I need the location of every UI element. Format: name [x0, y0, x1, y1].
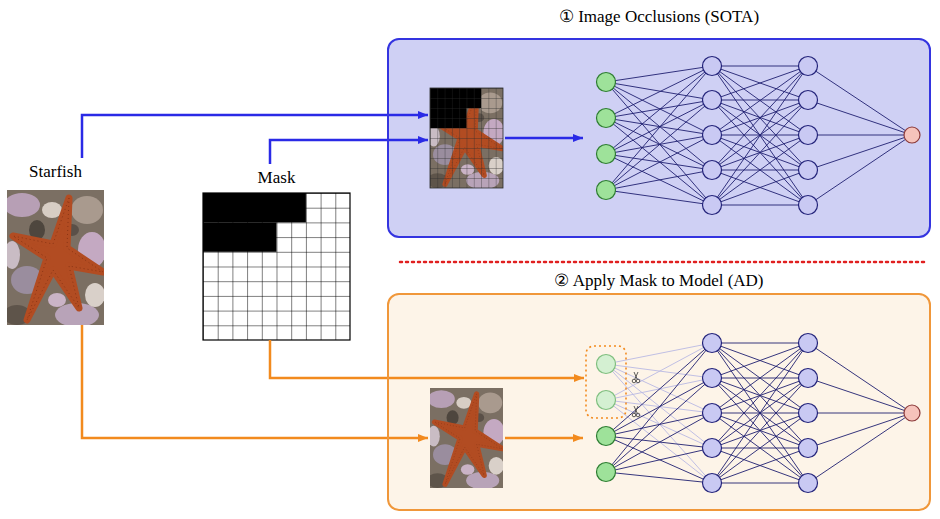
occluded-image — [430, 88, 503, 188]
scissors-icon — [632, 406, 640, 417]
masked-connections — [606, 343, 712, 483]
connector-group — [82, 115, 584, 438]
hidden-neuron — [703, 334, 818, 493]
flow-arrow — [82, 115, 428, 158]
separator-line — [400, 261, 928, 264]
hidden-neuron — [799, 161, 818, 180]
hidden-neuron — [703, 369, 722, 388]
input-neuron — [597, 181, 616, 200]
scissors-icon — [634, 406, 638, 413]
hidden-neuron — [799, 439, 818, 458]
node-label: Mask — [258, 168, 296, 188]
mask-grid — [203, 193, 350, 340]
mask-grid — [203, 193, 350, 340]
scissors-icon — [632, 379, 636, 383]
mask-grid — [203, 193, 350, 340]
occluded-image — [427, 88, 505, 189]
hidden-neuron — [703, 439, 722, 458]
scissors-icon — [636, 379, 640, 383]
occluded-image — [430, 88, 503, 188]
output-neuron — [904, 405, 920, 421]
scissors-icon — [636, 413, 640, 417]
mask-node: Mask — [203, 193, 350, 340]
input-neuron — [597, 463, 616, 482]
scissors-icon — [634, 372, 638, 379]
hidden-neuron — [799, 57, 818, 76]
input-neuron — [597, 73, 616, 200]
hidden-neuron — [799, 196, 818, 215]
flow-arrow — [270, 340, 584, 378]
neural-network — [606, 343, 912, 483]
method-panel: ② Apply Mask to Model (AD) — [387, 293, 931, 511]
flow-arrow — [505, 137, 583, 140]
hidden-neuron — [799, 474, 818, 493]
hidden-neuron — [703, 57, 722, 76]
hidden-neuron — [703, 404, 722, 423]
neural-network — [606, 343, 912, 483]
hidden-neuron — [799, 334, 818, 353]
masked-input-neuron — [597, 355, 616, 410]
starfish-photo — [3, 190, 106, 327]
hidden-neuron — [703, 334, 722, 353]
hidden-neuron — [703, 57, 818, 215]
input-neuron — [597, 427, 616, 482]
neural-network — [606, 66, 912, 205]
masked-connections — [606, 343, 712, 483]
photo-node: Starfish — [7, 190, 104, 325]
starfish-photo — [427, 388, 505, 489]
method-panel: ① Image Occlusions (SOTA) — [387, 38, 931, 238]
flow-arrow — [270, 140, 428, 164]
neural-network — [606, 66, 912, 205]
masked-input-neuron — [597, 355, 616, 374]
hidden-neuron — [703, 91, 722, 110]
panel-ground — [388, 294, 930, 510]
panel-title: ① Image Occlusions (SOTA) — [559, 7, 759, 27]
flow-arrow — [505, 437, 583, 440]
occluded-image — [427, 88, 505, 189]
hidden-neuron — [799, 369, 818, 388]
hidden-neuron — [799, 126, 818, 145]
input-neuron — [597, 145, 616, 164]
hidden-neuron — [703, 474, 722, 493]
input-neuron — [597, 73, 616, 92]
masked-input-neuron — [597, 391, 616, 410]
mask-grid — [203, 193, 350, 340]
hidden-neuron — [799, 91, 818, 110]
hidden-neuron — [703, 196, 722, 215]
flow-arrow — [82, 325, 428, 438]
hidden-neuron — [703, 161, 722, 180]
input-neuron — [597, 427, 616, 446]
node-label: Starfish — [29, 162, 82, 182]
mask-bracket — [586, 346, 626, 418]
scissors-icon — [632, 413, 636, 417]
panel-title: ② Apply Mask to Model (AD) — [554, 271, 763, 291]
panel-ground — [388, 39, 930, 237]
hidden-neuron — [703, 126, 722, 145]
scissors-icon — [632, 372, 640, 383]
input-neuron — [597, 109, 616, 128]
output-neuron — [904, 127, 920, 143]
hidden-neuron — [799, 404, 818, 423]
